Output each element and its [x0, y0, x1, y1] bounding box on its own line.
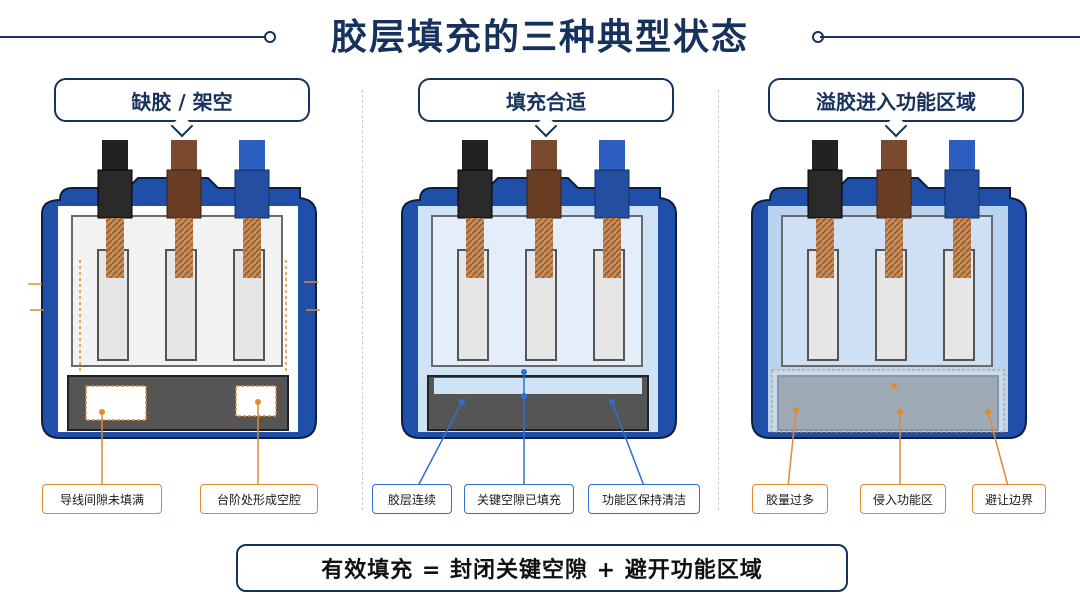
title-line-right [820, 36, 1080, 38]
panel-overflow: 溢胶进入功能区域 [750, 72, 1050, 522]
callout-excess-glue: 胶量过多 [752, 484, 828, 514]
panel-divider-2 [718, 90, 719, 510]
callout-wire-gap-unfilled: 导线间隙未填满 [42, 484, 162, 514]
connector-2 [401, 140, 677, 487]
panel-heading: 溢胶进入功能区域 [816, 89, 976, 114]
title-dot-left [264, 31, 276, 43]
panel-insufficient-glue: 缺胶 / 架空 [36, 72, 336, 522]
callout-function-area-clean: 功能区保持清洁 [588, 484, 700, 514]
callout-step-cavity: 台阶处形成空腔 [200, 484, 318, 514]
title-line-left [0, 36, 268, 38]
callout-key-gap-filled: 关键空隙已填充 [464, 484, 574, 514]
panel-divider-1 [362, 90, 363, 510]
callout-intrude-function-area: 侵入功能区 [860, 484, 946, 514]
connector-1 [41, 140, 317, 486]
callout-continuous-layer: 胶层连续 [372, 484, 452, 514]
summary-formula: 有效填充 = 封闭关键空隙 + 避开功能区域 [236, 544, 848, 592]
callout-keep-clear-boundary: 避让边界 [972, 484, 1046, 514]
panel-heading: 填充合适 [506, 89, 586, 114]
panel-proper-fill: 填充合适 [400, 72, 700, 522]
panel-heading-bubble: 填充合适 [418, 78, 674, 122]
panel-heading: 缺胶 / 架空 [131, 89, 233, 114]
page-title: 胶层填充的三种典型状态 [330, 17, 749, 58]
connector-3 [751, 140, 1027, 487]
